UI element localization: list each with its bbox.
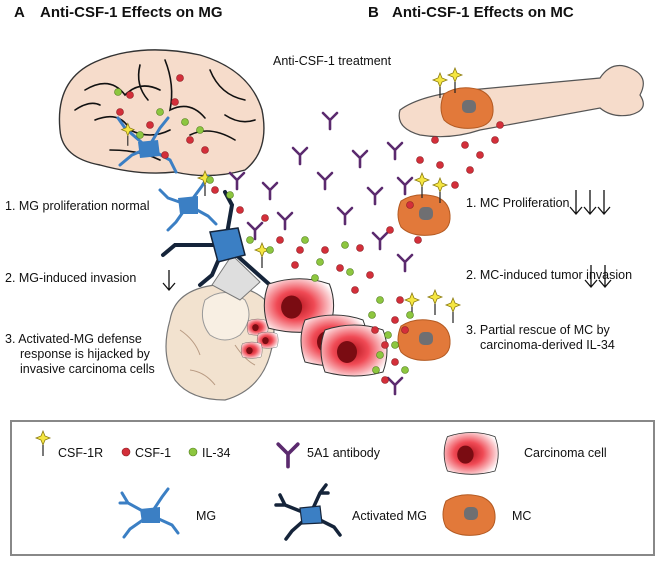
legend-activated-mg: Activated MG xyxy=(352,509,428,523)
legend-carcinoma: Carcinoma cell xyxy=(524,446,607,460)
panel-a-letter: A xyxy=(14,4,25,21)
mc-cell-lower xyxy=(397,289,461,361)
panel-a-item-3-line-2: response is hijacked by xyxy=(20,347,150,361)
panel-a-item-3-line-1: 3. Activated-MG defense xyxy=(5,332,142,346)
panel-a-item-2: 2. MG-induced invasion xyxy=(5,271,137,285)
legend-mc: MC xyxy=(512,509,532,523)
legend-il34: IL-34 xyxy=(202,446,231,460)
panel-b-item-2: 2. MC-induced tumor invasion xyxy=(466,268,633,282)
legend-mg: MG xyxy=(196,509,217,523)
panel-b-item-1: 1. MC Proliferation xyxy=(466,196,570,210)
legend-box xyxy=(10,420,655,556)
panel-a-item-3-line-3: invasive carcinoma cells xyxy=(20,362,155,376)
panel-a-title: Anti-CSF-1 Effects on MG xyxy=(40,4,223,21)
panel-b-letter: B xyxy=(368,4,379,21)
mc-cell-middle xyxy=(397,172,451,236)
down-arrow-icon xyxy=(162,190,612,291)
carcinoma-cluster xyxy=(263,278,388,377)
panel-b-title: Anti-CSF-1 Effects on MC xyxy=(392,4,574,21)
legend-antibody: 5A1 antibody xyxy=(307,446,380,460)
panel-b-item-3-line-2: carcinoma-derived IL-34 xyxy=(480,338,615,352)
panel-a-item-1: 1. MG proliferation normal xyxy=(5,199,150,213)
legend-csf1r: CSF-1R xyxy=(58,446,104,460)
legend-csf1: CSF-1 xyxy=(135,446,172,460)
panel-b-item-3-line-1: 3. Partial rescue of MC by xyxy=(466,323,610,337)
legend-icons xyxy=(35,430,499,541)
treatment-label: Anti-CSF-1 treatment xyxy=(273,54,392,68)
il34-particles xyxy=(114,88,414,374)
csf1-particles xyxy=(116,74,504,384)
mg-cell-in-brain xyxy=(116,116,178,174)
bone-icon xyxy=(398,65,644,138)
spinal-cord-icon xyxy=(165,254,275,401)
mg-cell-left xyxy=(158,170,218,232)
